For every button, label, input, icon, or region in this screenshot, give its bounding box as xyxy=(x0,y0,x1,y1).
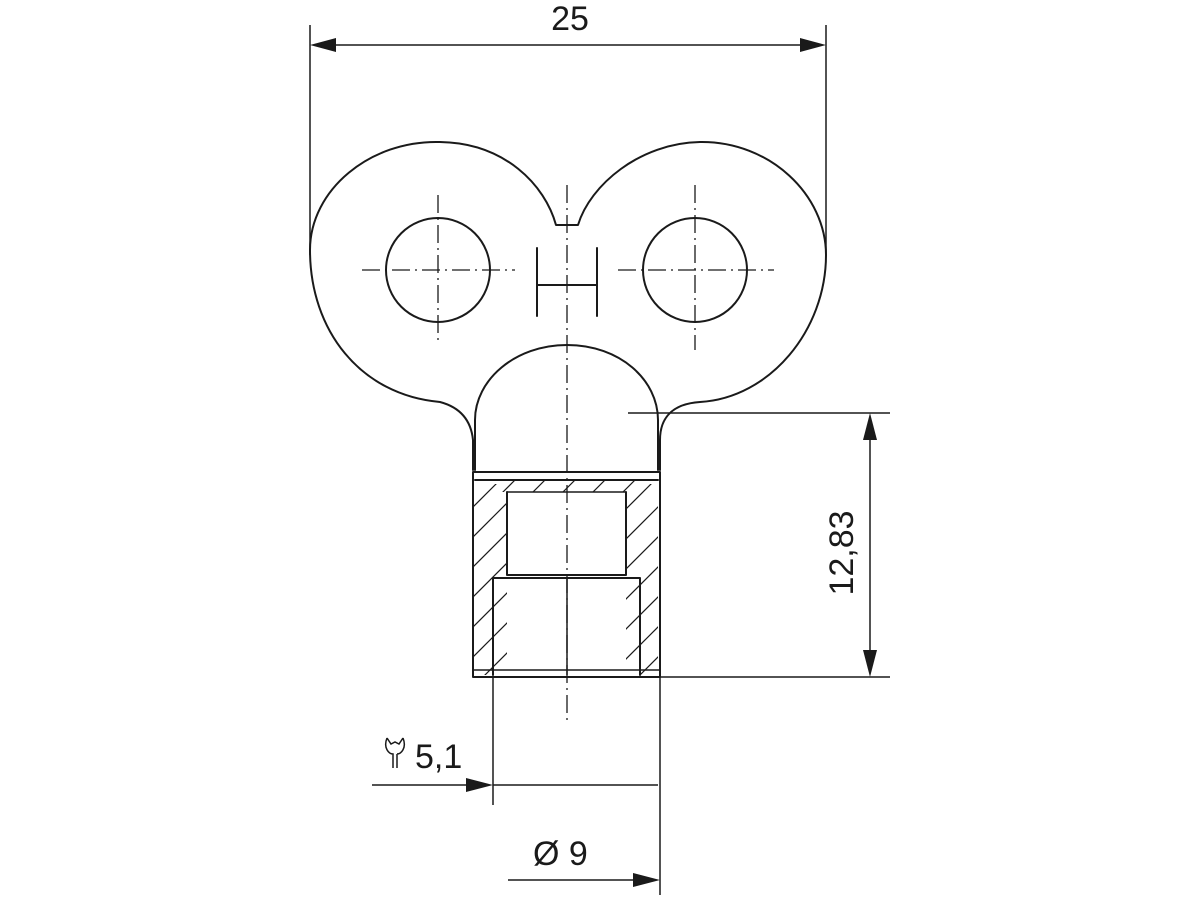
section-hatching xyxy=(473,480,658,675)
dim-height-label: 12,83 xyxy=(823,510,861,595)
dim-diameter-label: Ø 9 xyxy=(533,835,588,873)
dim-width-label: 25 xyxy=(551,0,589,38)
dimension-height: 12,83 xyxy=(628,412,890,678)
key-outline xyxy=(309,140,827,471)
wrench-size-icon xyxy=(384,737,406,768)
dimension-wrench: 5,1 xyxy=(372,677,658,805)
hole-centerlines xyxy=(362,185,774,350)
dimension-diameter: Ø 9 xyxy=(508,677,661,895)
dim-wrench-label: 5,1 xyxy=(415,738,462,776)
dimension-width: 25 xyxy=(309,0,827,255)
